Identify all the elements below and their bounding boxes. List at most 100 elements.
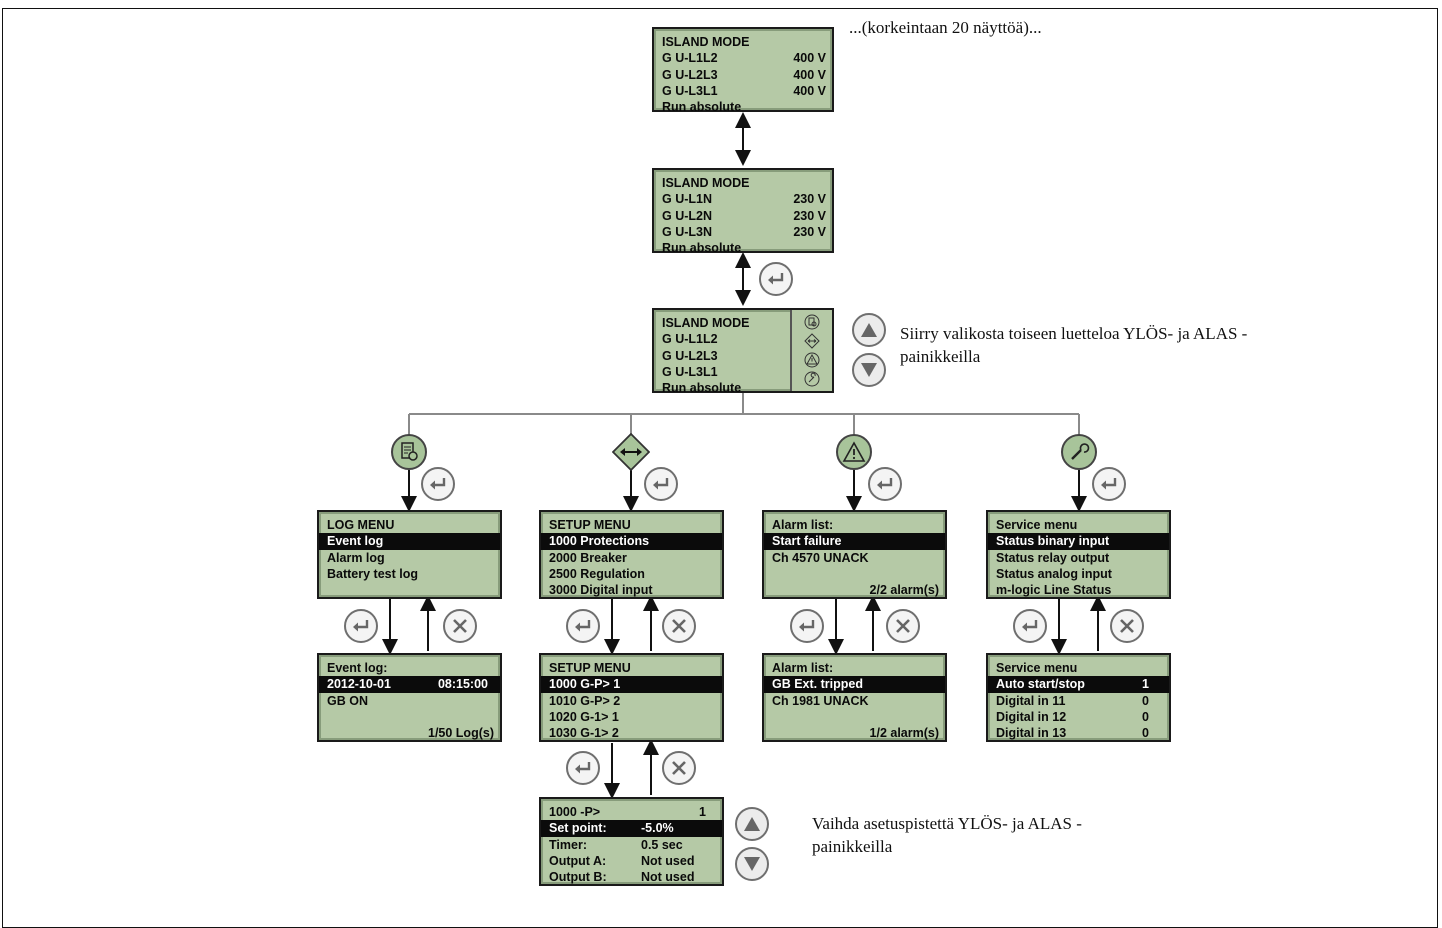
label: G U-L2L3 xyxy=(662,348,718,363)
enter-button[interactable] xyxy=(759,262,793,296)
menu-item-status-analog-input: Status analog input xyxy=(996,566,1112,581)
label: Output B: xyxy=(549,870,607,885)
selected-row[interactable]: Start failure xyxy=(764,533,945,550)
label: Timer: xyxy=(549,837,587,852)
label: G U-L3L1 xyxy=(662,83,718,98)
alarm-icon[interactable] xyxy=(804,352,820,368)
menu-item-1010: 1010 G-P> 2 xyxy=(549,693,621,708)
log-count: 1/50 Log(s) xyxy=(428,726,494,741)
cancel-icon xyxy=(672,761,686,775)
cancel-button[interactable] xyxy=(443,609,477,643)
setup-submenu-screen: SETUP MENU 1000 G-P> 1 1010 G-P> 2 1020 … xyxy=(539,653,724,742)
log-icon xyxy=(401,442,418,461)
alarm-count: 1/2 alarm(s) xyxy=(869,726,939,741)
screen-title: ISLAND MODE xyxy=(662,176,750,190)
service-menu-icon[interactable] xyxy=(1061,434,1097,470)
cancel-button[interactable] xyxy=(662,609,696,643)
up-button[interactable] xyxy=(735,807,769,841)
value: 400 V xyxy=(793,83,826,98)
menu-item-status-relay-output: Status relay output xyxy=(996,550,1110,565)
value: 0 xyxy=(1142,726,1149,741)
event-date: 2012-10-01 xyxy=(327,677,391,692)
log-menu-icon[interactable] xyxy=(391,434,427,470)
menu-item-status-binary-input: Status binary input xyxy=(996,534,1110,549)
enter-icon xyxy=(575,762,591,774)
value: 400 V xyxy=(793,67,826,82)
menu-item-1030: 1030 G-1> 2 xyxy=(549,726,619,741)
selected-row[interactable]: Auto start/stop 1 xyxy=(988,676,1169,693)
enter-icon xyxy=(575,620,591,632)
enter-icon xyxy=(877,478,893,490)
enter-button[interactable] xyxy=(421,467,455,501)
enter-button[interactable] xyxy=(868,467,902,501)
enter-icon xyxy=(430,478,446,490)
alarm-item: Start failure xyxy=(772,534,842,549)
label: G U-L3L1 xyxy=(662,364,718,379)
menu-item-1000: 1000 G-P> 1 xyxy=(549,677,621,692)
cancel-button[interactable] xyxy=(886,609,920,643)
setup-icon xyxy=(612,433,650,471)
setpoint-value[interactable]: -5.0% xyxy=(641,821,674,836)
parameter-index: 1 xyxy=(699,805,706,819)
down-button[interactable] xyxy=(735,847,769,881)
navigation-note: Siirry valikosta toiseen luetteloa YLÖS-… xyxy=(900,324,1248,366)
parameter-id: 1000 -P> xyxy=(549,805,601,819)
service-detail-screen: Service menu Auto start/stop 1 Digital in… xyxy=(986,653,1171,742)
label: Digital in 12 xyxy=(996,709,1067,724)
label: Auto start/stop xyxy=(996,677,1085,692)
menu-item-1020: 1020 G-1> 1 xyxy=(549,709,619,724)
value: 1 xyxy=(1142,677,1149,692)
menu-item-protections: 1000 Protections xyxy=(549,534,650,549)
label: G U-L1N xyxy=(662,192,712,207)
cancel-button[interactable] xyxy=(1110,609,1144,643)
cancel-icon xyxy=(672,619,686,633)
event-text: GB ON xyxy=(327,693,368,708)
selected-row[interactable]: GB Ext. tripped xyxy=(764,676,945,693)
cancel-button[interactable] xyxy=(662,751,696,785)
screen-title: ISLAND MODE xyxy=(662,35,750,49)
enter-button[interactable] xyxy=(566,751,600,785)
selected-row[interactable]: Event log xyxy=(319,533,500,550)
screen-title: Service menu xyxy=(996,518,1078,532)
menu-item-m-logic-line-status: m-logic Line Status xyxy=(996,583,1112,598)
label: G U-L1L2 xyxy=(662,51,718,66)
enter-button[interactable] xyxy=(790,609,824,643)
connector-lines xyxy=(382,112,1106,799)
selected-row[interactable]: Status binary input xyxy=(988,533,1169,550)
selected-row[interactable]: 1000 Protections xyxy=(541,533,722,550)
enter-button[interactable] xyxy=(344,609,378,643)
value: 0 xyxy=(1142,709,1149,724)
label: G U-L2N xyxy=(662,208,712,223)
service-menu-screen: Service menu Status binary input Status … xyxy=(986,510,1171,599)
log-menu-screen: LOG MENU Event log Alarm log Battery tes… xyxy=(317,510,502,599)
setup-menu-icon[interactable] xyxy=(612,433,650,471)
screen-title: Service menu xyxy=(996,661,1078,675)
up-button[interactable] xyxy=(852,313,886,347)
alarm-icon xyxy=(842,441,866,462)
down-button[interactable] xyxy=(852,353,886,387)
setup-icon[interactable] xyxy=(804,333,820,349)
enter-button[interactable] xyxy=(1013,609,1047,643)
wrench-icon[interactable] xyxy=(804,371,820,387)
status-text: Run absolute xyxy=(662,100,742,115)
menu-item-regulation: 2500 Regulation xyxy=(549,566,645,581)
wrench-icon xyxy=(1071,443,1090,460)
selected-row[interactable]: 1000 G-P> 1 xyxy=(541,676,722,693)
screen-limit-note: ...(korkeintaan 20 näyttöä)... xyxy=(849,18,1042,37)
enter-button[interactable] xyxy=(1092,467,1126,501)
label: G U-L1L2 xyxy=(662,332,718,347)
enter-button[interactable] xyxy=(644,467,678,501)
alarm-menu-icon[interactable] xyxy=(836,434,872,470)
menu-item-digital-input: 3000 Digital input xyxy=(549,583,653,598)
enter-button[interactable] xyxy=(566,609,600,643)
selected-row[interactable]: Set point:-5.0% xyxy=(541,820,722,837)
cancel-icon xyxy=(896,619,910,633)
label: Digital in 13 xyxy=(996,726,1067,741)
label: G U-L3N xyxy=(662,224,712,239)
cancel-icon xyxy=(453,619,467,633)
menu-item-alarm-log: Alarm log xyxy=(327,550,385,565)
log-icon[interactable] xyxy=(804,314,820,330)
alarm-count: 2/2 alarm(s) xyxy=(869,583,939,598)
